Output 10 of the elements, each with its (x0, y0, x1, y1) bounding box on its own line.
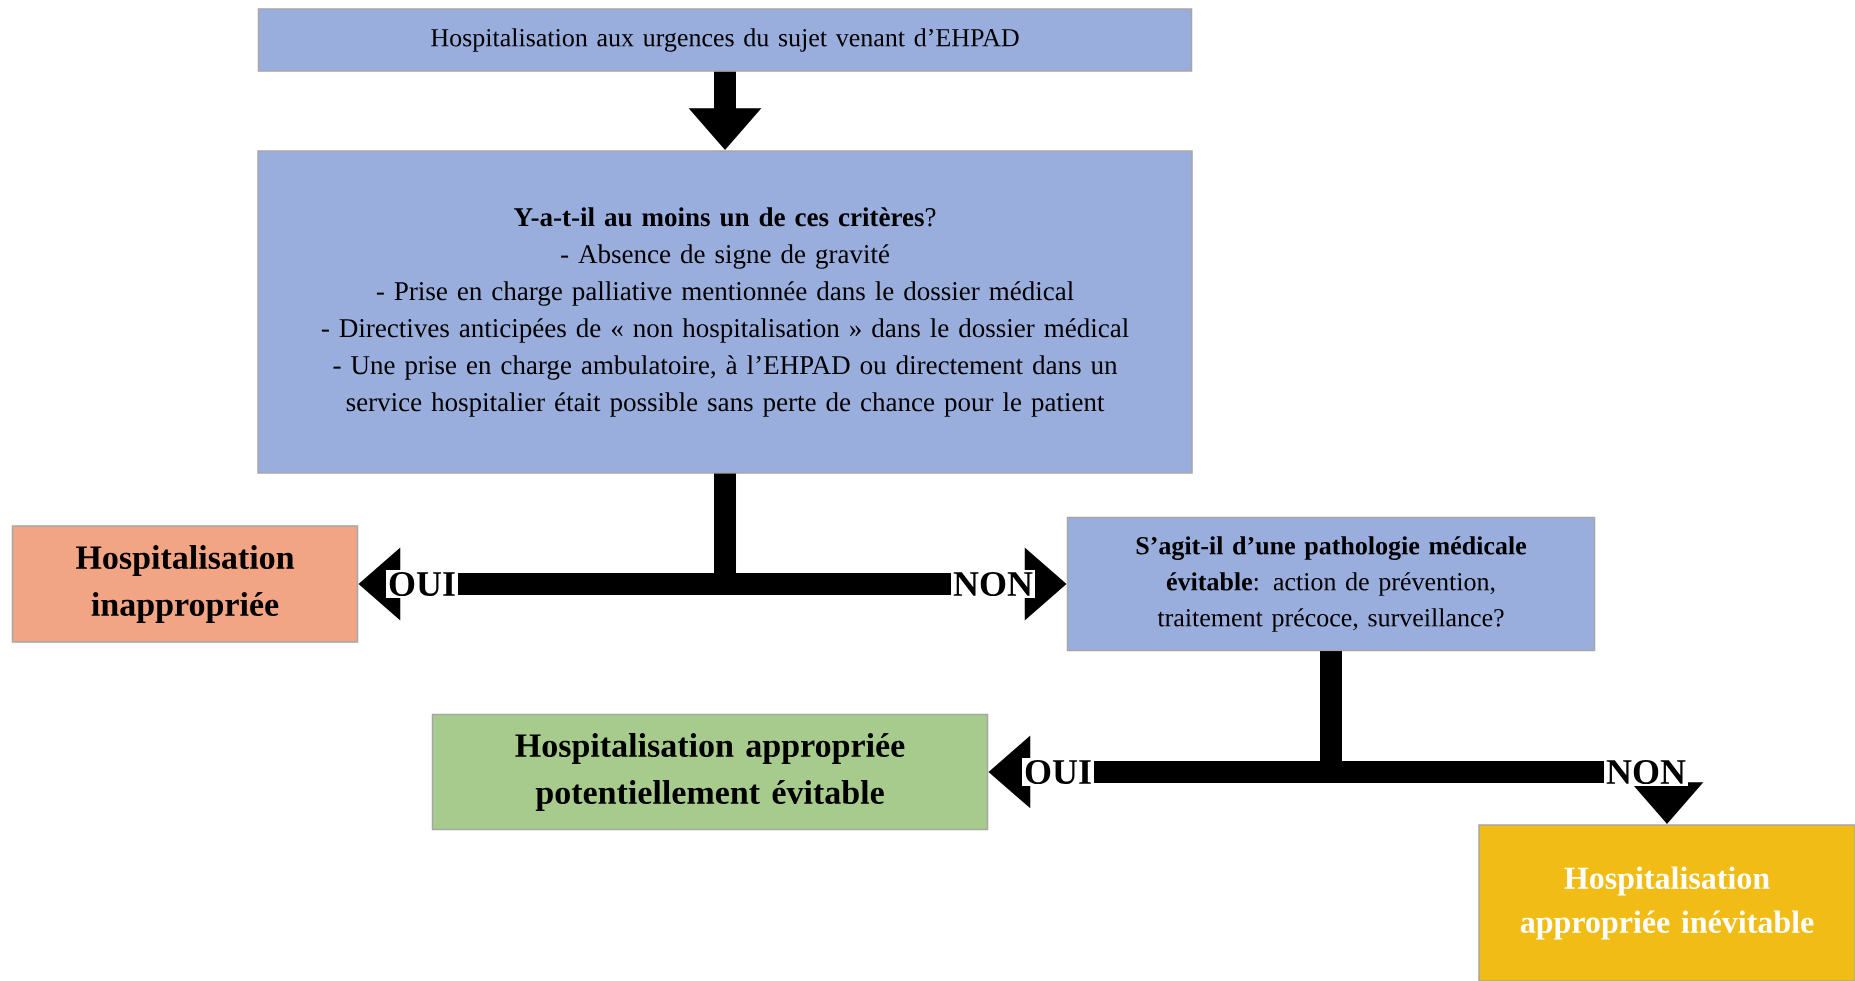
edge-label: NON (951, 569, 1035, 599)
edge-label: NON (1604, 757, 1688, 787)
outcome-box: Hospitalisation appropriée inévitable (1478, 824, 1855, 981)
edge-label: OUI (1022, 757, 1094, 787)
decision-box: S’agit-il d’une pathologie médicale évitable: action de prévention, traitement précoce, surveillance? (1066, 516, 1596, 652)
edge-label: OUI (386, 569, 458, 599)
outcome-box: Hospitalisation appropriée potentiellement évitable (431, 713, 989, 831)
decision-box: Y-a-t-il au moins un de ces critères? - Absence de signe de gravité - Prise en charge palliative mentionnée dans le dossier médical - Directives anticipées de « non hospitalisation » dans le dossier médical - Une prise en charge ambulatoire, à l’EHPAD ou directement dans un service hospitalier était possible sans perte de chance pour le patient (257, 150, 1193, 474)
process-box: Hospitalisation aux urgences du sujet venant d’EHPAD (257, 8, 1193, 72)
outcome-box: Hospitalisation inappropriée (11, 525, 359, 643)
